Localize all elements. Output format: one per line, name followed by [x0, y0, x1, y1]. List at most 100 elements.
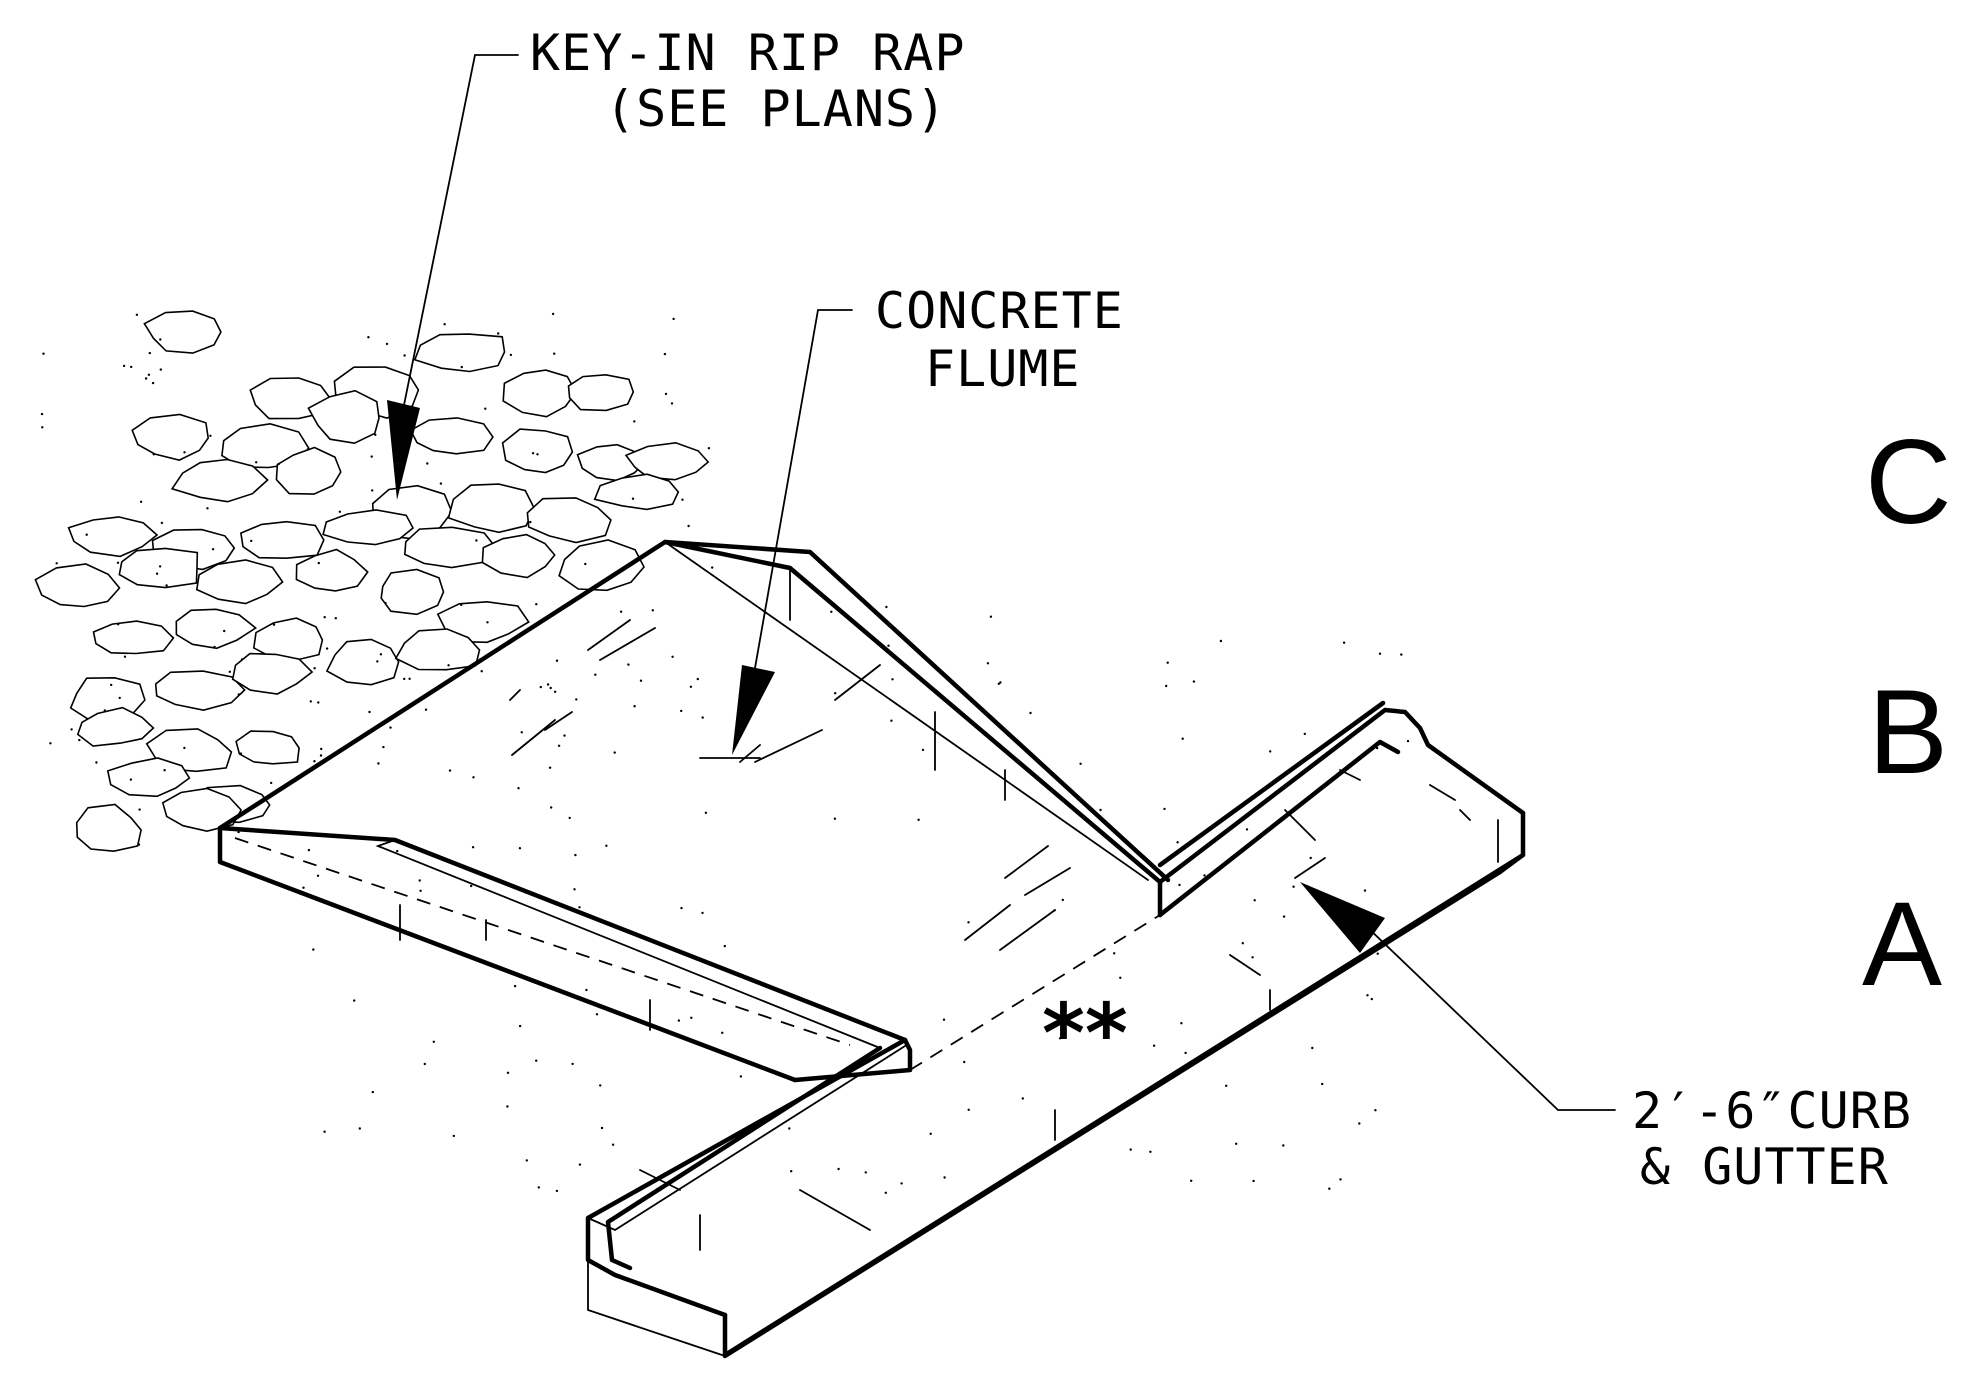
speckle — [689, 685, 693, 688]
speckle — [833, 817, 837, 820]
speckle — [418, 879, 421, 882]
speckle — [152, 453, 155, 456]
speckle — [460, 603, 463, 607]
speckle — [1235, 1142, 1238, 1146]
speckle — [837, 1167, 840, 1171]
flume-front-dashed — [234, 837, 851, 1046]
speckle — [277, 462, 280, 466]
rip-rap-stone — [403, 526, 498, 569]
speckle — [613, 751, 616, 754]
speckle — [1328, 1187, 1331, 1190]
speckle — [1376, 952, 1379, 955]
speckle — [518, 1024, 522, 1028]
speckle — [159, 338, 162, 341]
speckle — [255, 461, 258, 464]
speckle — [943, 1176, 946, 1179]
speckle — [599, 1084, 602, 1087]
rip-rap-stone — [75, 803, 142, 853]
speckle — [270, 781, 273, 785]
flume-label-line2: FLUME — [925, 340, 1081, 398]
speckle — [1269, 750, 1272, 753]
speckle — [159, 368, 162, 371]
speckle — [518, 847, 522, 850]
speckle — [1180, 1022, 1183, 1025]
rip-rap-stone — [170, 458, 269, 503]
speckle — [353, 999, 356, 1002]
rip-rap-stone — [231, 652, 314, 695]
speckle — [385, 342, 389, 346]
speckle — [206, 507, 209, 510]
speckle — [1363, 889, 1367, 892]
speckle — [585, 988, 588, 992]
speckle — [942, 1018, 946, 1021]
flume-arrowhead — [732, 665, 775, 755]
speckle — [213, 645, 216, 649]
speckle — [891, 678, 894, 681]
speckle — [313, 667, 316, 670]
speckle — [584, 562, 587, 566]
speckle — [1252, 1179, 1255, 1183]
speckle — [529, 520, 532, 524]
speckle — [1292, 885, 1295, 888]
speckle — [323, 616, 326, 619]
speckle — [525, 1159, 528, 1162]
speckle — [70, 728, 73, 731]
speckle — [1149, 1150, 1152, 1154]
rip-rap-stone — [131, 413, 210, 461]
rip-rap-stone — [558, 539, 645, 592]
speckle — [376, 660, 379, 663]
side-mark-c: C — [1865, 415, 1952, 549]
rip-rap-stone — [235, 730, 300, 765]
curb-label-line2: & GUTTER — [1640, 1138, 1889, 1196]
speckle — [316, 874, 320, 877]
speckle — [929, 1132, 932, 1136]
speckle — [1311, 1046, 1314, 1050]
speckle — [40, 412, 44, 416]
speckle — [118, 696, 121, 700]
speckle — [1029, 711, 1032, 715]
speckle — [139, 500, 143, 503]
speckle — [423, 1062, 426, 1066]
speckle — [546, 683, 550, 686]
speckle — [1374, 1109, 1377, 1112]
speckle — [707, 447, 711, 450]
speckle — [475, 539, 478, 542]
speckle — [671, 655, 674, 658]
rip-rap-stone — [394, 628, 481, 671]
speckle — [240, 658, 244, 661]
speckle — [302, 886, 305, 889]
speckle — [55, 562, 58, 565]
speckle — [917, 818, 920, 821]
speckle — [681, 498, 684, 501]
speckle — [42, 352, 45, 355]
speckle — [237, 693, 240, 696]
speckle — [788, 1127, 791, 1130]
curb-leader — [1364, 924, 1616, 1111]
speckle — [317, 701, 320, 704]
speckle — [568, 816, 571, 820]
speckle — [690, 1016, 693, 1019]
rip-rap-stone — [175, 608, 258, 650]
rip-rap-stone — [481, 533, 556, 579]
speckle — [484, 407, 487, 410]
rip-rap-stone — [526, 497, 612, 544]
rip-rap-stone — [34, 563, 121, 608]
rip-rap-stone — [143, 310, 222, 354]
speckle — [578, 1163, 582, 1166]
speckle — [129, 778, 133, 781]
speckle — [555, 659, 559, 662]
speckle — [144, 377, 148, 380]
concrete-speckles — [40, 312, 1410, 1197]
rip-rap-label-line1: KEY-IN RIP RAP — [530, 24, 965, 82]
rip-rap-stone — [275, 446, 342, 495]
speckle — [509, 353, 513, 357]
speckle — [677, 1019, 681, 1022]
speckle — [1366, 994, 1369, 997]
speckle — [379, 653, 383, 656]
speckle — [663, 352, 667, 356]
speckle — [309, 700, 312, 703]
speckle — [1152, 1044, 1156, 1047]
speckle — [1178, 883, 1181, 887]
rip-rap-leader — [403, 54, 519, 406]
